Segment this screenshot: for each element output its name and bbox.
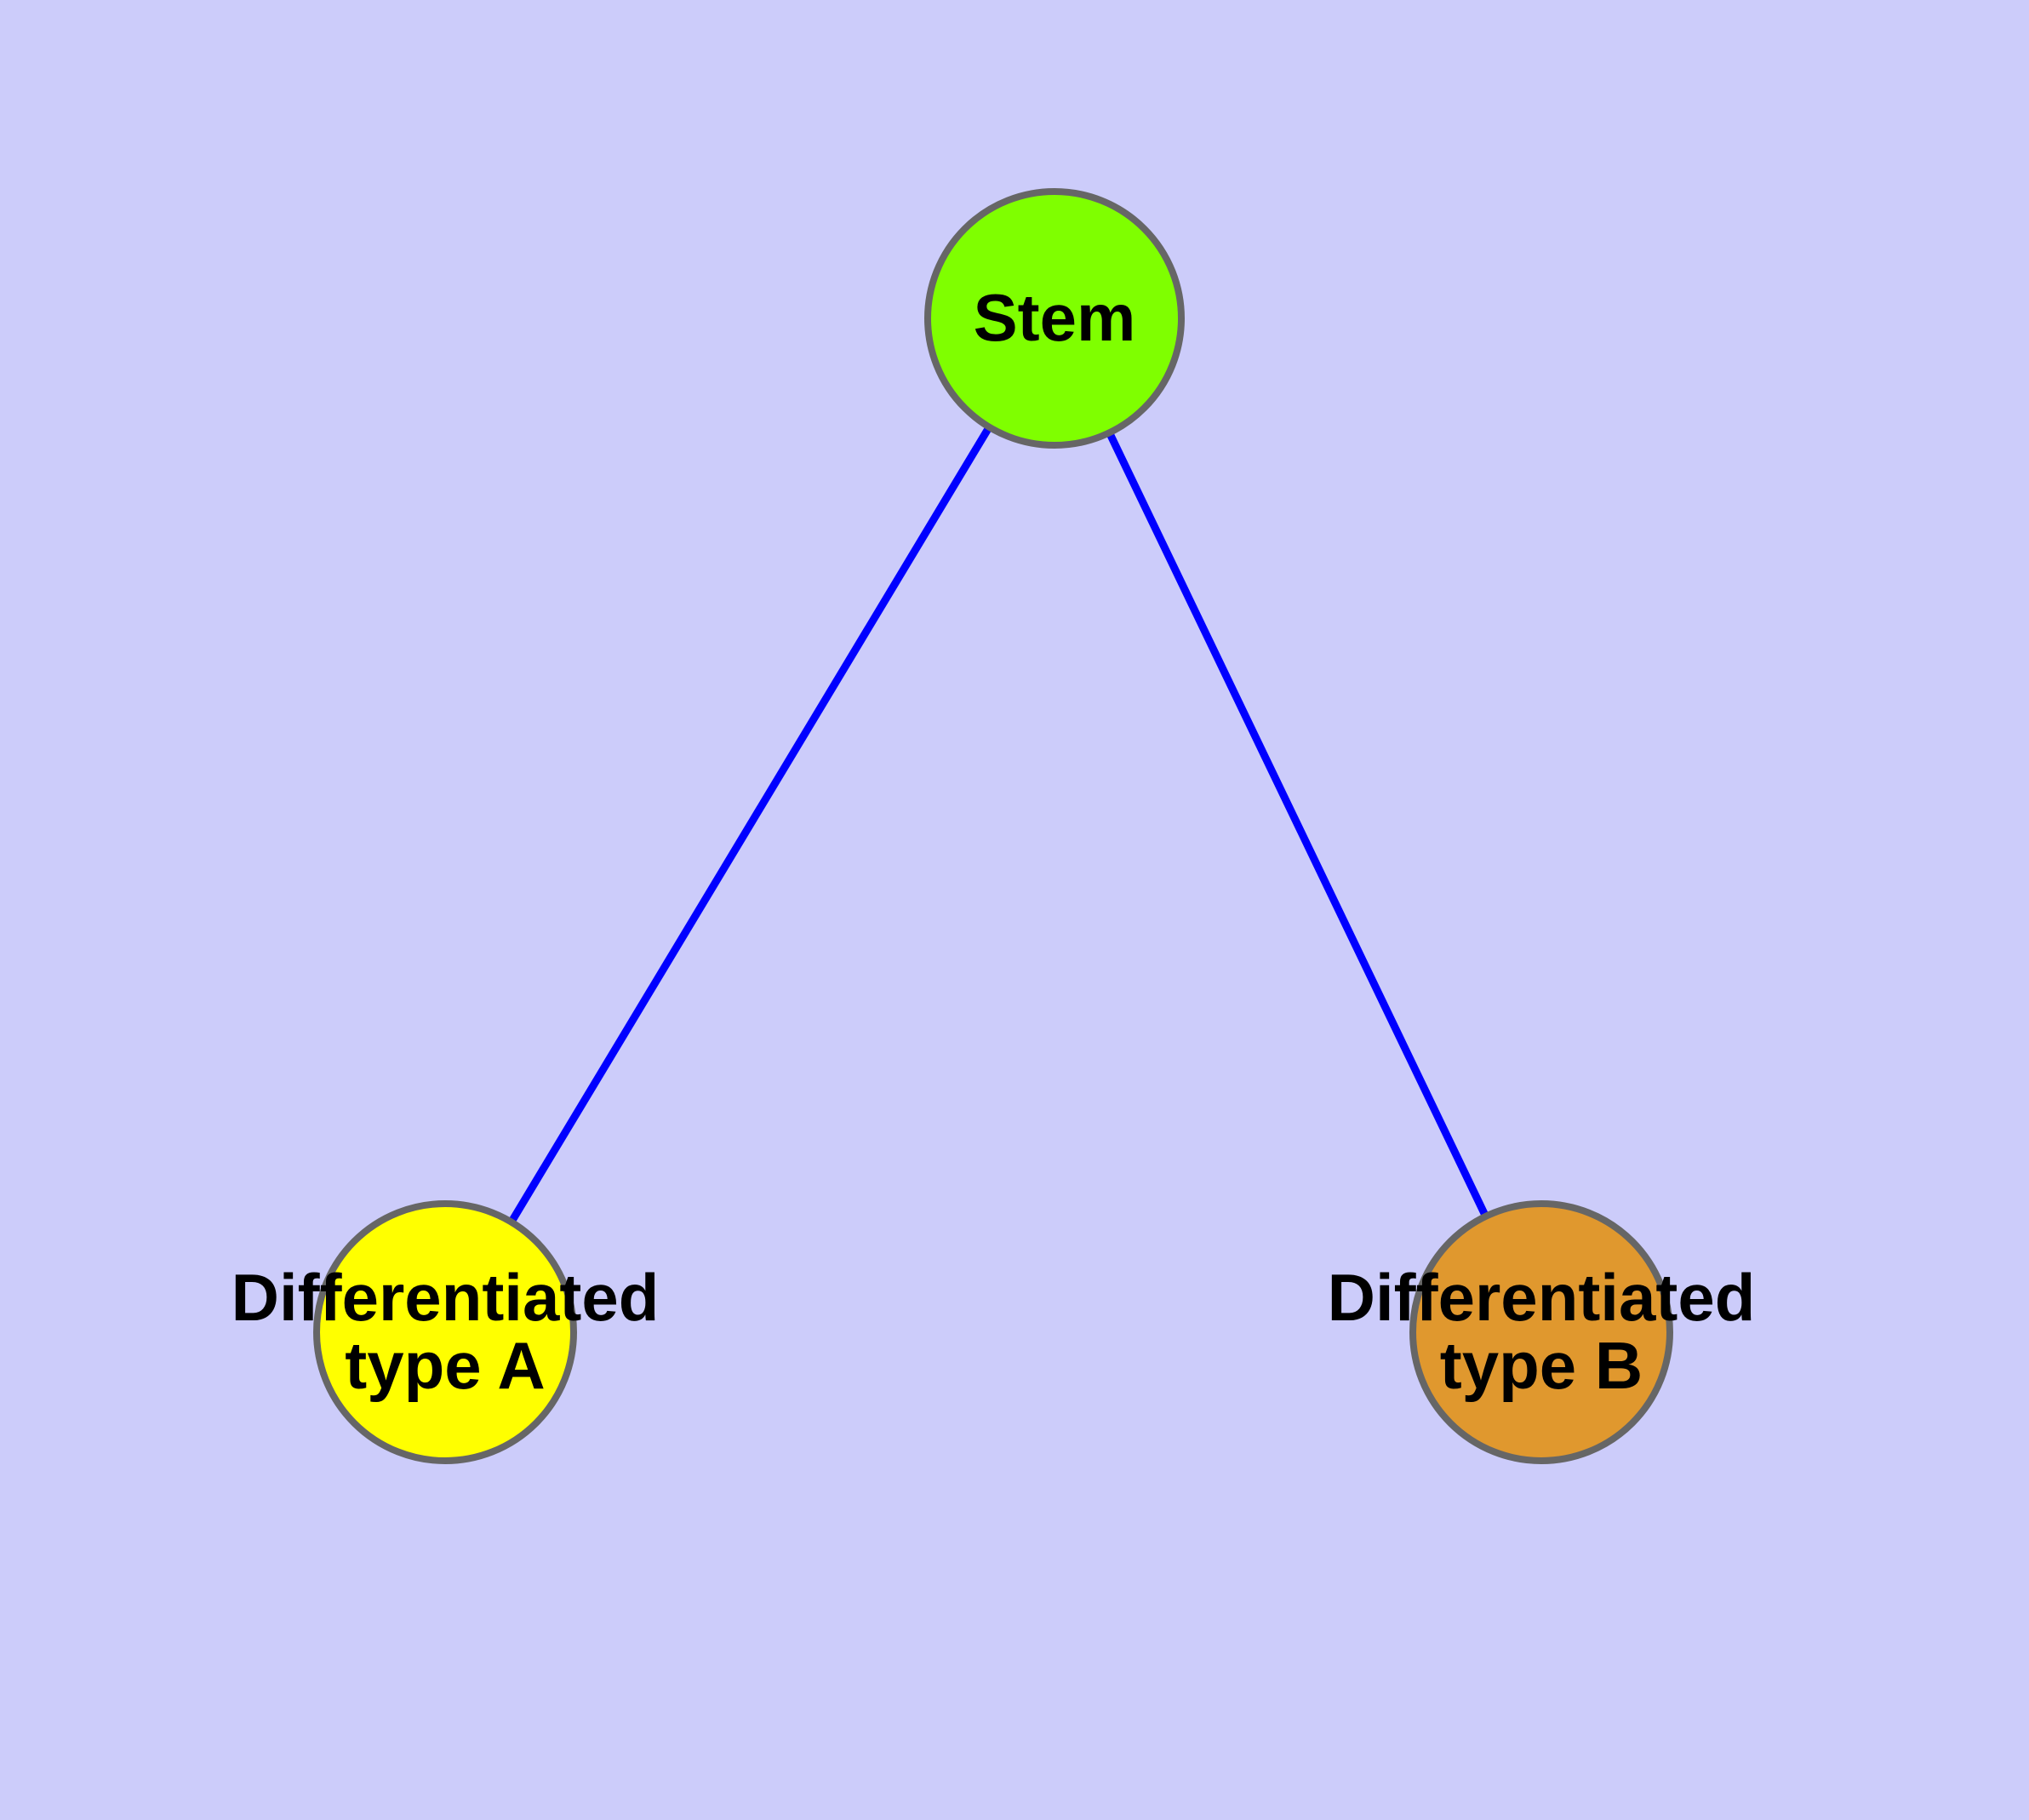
graph-node-diff-a[interactable] [313,1200,577,1464]
graph-node-stem[interactable] [924,188,1185,449]
graph-edge-stem-to-diff-a[interactable] [506,423,994,1226]
graph-node-diff-b[interactable] [1409,1200,1673,1464]
edge-layer [506,423,1490,1226]
graph-edge-stem-to-diff-b[interactable] [1105,429,1490,1220]
node-layer [313,188,1673,1464]
